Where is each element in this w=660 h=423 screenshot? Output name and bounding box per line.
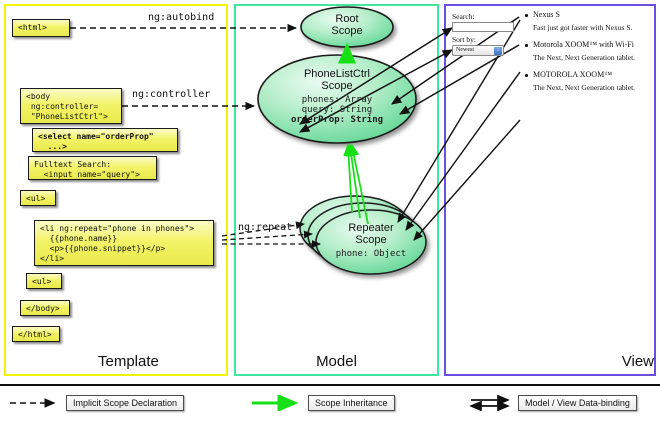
code-box-html-open: <html> xyxy=(12,19,70,37)
phone-snippet: The Next, Next Generation tablet. xyxy=(533,83,636,92)
legend-label-implicit-scope-declaration: Implicit Scope Declaration xyxy=(66,395,185,411)
list-item: Nexus S Fast just got faster with Nexus … xyxy=(524,10,654,33)
code-box-body-close: </body> xyxy=(20,300,70,316)
phone-name: Motorola XOOM™ with Wi-Fi xyxy=(524,40,654,50)
code-box-body-controller: <body ng:controller= "PhoneListCtrl"> xyxy=(20,88,122,124)
edge-label-ng-repeat: ng:repeat xyxy=(238,222,293,233)
search-input[interactable] xyxy=(452,22,514,32)
sort-select[interactable]: Newest ↕ xyxy=(452,45,504,56)
legend-label-model-view-data-binding: Model / View Data-binding xyxy=(518,395,637,411)
code-box-select-orderprop: <select name="orderProp" ...> xyxy=(32,128,178,152)
edge-label-ng-autobind: ng:autobind xyxy=(148,12,215,23)
code-box-html-close: </html> xyxy=(12,326,60,342)
code-box-fulltext-search: Fulltext Search: <input name="query"> xyxy=(28,156,157,180)
code-box-ul-open: <ul> xyxy=(20,190,56,206)
legend-item-scope-inheritance: Scope Inheritance xyxy=(250,394,395,412)
search-label: Search: xyxy=(452,12,475,21)
column-model: Model xyxy=(234,4,439,376)
phone-name: MOTOROLA XOOM™ xyxy=(524,70,654,80)
sort-label: Sort by: xyxy=(452,35,476,44)
list-item: MOTOROLA XOOM™ The Next, Next Generation… xyxy=(524,70,654,93)
column-label-model: Model xyxy=(316,353,357,370)
phone-snippet: Fast just got faster with Nexus S. xyxy=(533,23,633,32)
phone-snippet: The Next, Next Generation tablet. xyxy=(533,53,636,62)
dashed-arrow-icon xyxy=(8,395,62,411)
sort-select-value: Newest xyxy=(456,47,474,53)
edge-label-ng-controller: ng:controller xyxy=(132,89,211,100)
column-label-template: Template xyxy=(98,353,159,370)
list-item: Motorola XOOM™ with Wi-Fi The Next, Next… xyxy=(524,40,654,63)
phone-name: Nexus S xyxy=(524,10,654,20)
view-form: Search: Sort by: Newest ↕ xyxy=(452,12,518,56)
code-box-li-ng-repeat: <li ng:repeat="phone in phones"> {{phone… xyxy=(34,220,214,266)
double-head-arrows-icon xyxy=(468,394,514,412)
legend-item-model-view-data-binding: Model / View Data-binding xyxy=(468,394,637,412)
chevron-down-icon: ↕ xyxy=(494,47,502,55)
legend-item-implicit-scope-declaration: Implicit Scope Declaration xyxy=(8,395,185,411)
legend: Implicit Scope Declaration Scope Inherit… xyxy=(0,384,660,423)
code-box-ul-close: <ul> xyxy=(26,273,62,289)
phone-list: Nexus S Fast just got faster with Nexus … xyxy=(524,10,654,100)
column-label-view: View xyxy=(621,353,654,370)
legend-label-scope-inheritance: Scope Inheritance xyxy=(308,395,395,411)
green-arrow-icon xyxy=(250,394,304,412)
